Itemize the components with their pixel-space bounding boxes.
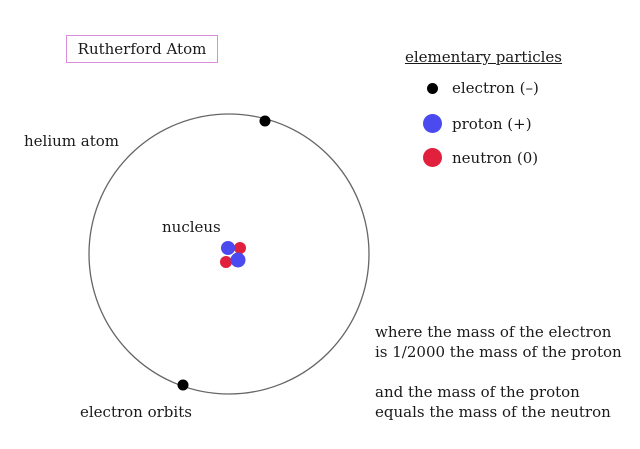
legend-item-proton: proton (+) (423, 114, 532, 133)
nucleus (220, 241, 246, 268)
electron-orbit (88, 113, 370, 395)
legend-label: electron (–) (452, 79, 539, 97)
legend-title: elementary particles (405, 48, 563, 66)
diagram-title: Rutherford Atom (66, 35, 218, 63)
electron-bottom (177, 379, 189, 391)
nucleus-label: nucleus (162, 218, 221, 236)
electron-orbits-label: electron orbits (80, 403, 192, 421)
note-line: is 1/2000 the mass of the proton (375, 343, 622, 361)
note-line: where the mass of the electron (375, 323, 612, 341)
legend-label: proton (+) (452, 114, 532, 133)
electron-icon (427, 82, 438, 94)
electron-top (259, 115, 271, 127)
note-proton-mass: and the mass of the proton equals the ma… (375, 382, 611, 422)
proton-icon (423, 114, 442, 133)
note-line: equals the mass of the neutron (375, 403, 611, 421)
neutron-icon (423, 148, 442, 167)
note-electron-mass: where the mass of the electron is 1/2000… (375, 322, 622, 362)
note-line: and the mass of the proton (375, 383, 580, 401)
legend-item-neutron: neutron (0) (423, 148, 538, 167)
legend-item-electron: electron (–) (427, 79, 539, 97)
helium-atom-label: helium atom (24, 132, 120, 150)
legend-label: neutron (0) (452, 148, 539, 167)
